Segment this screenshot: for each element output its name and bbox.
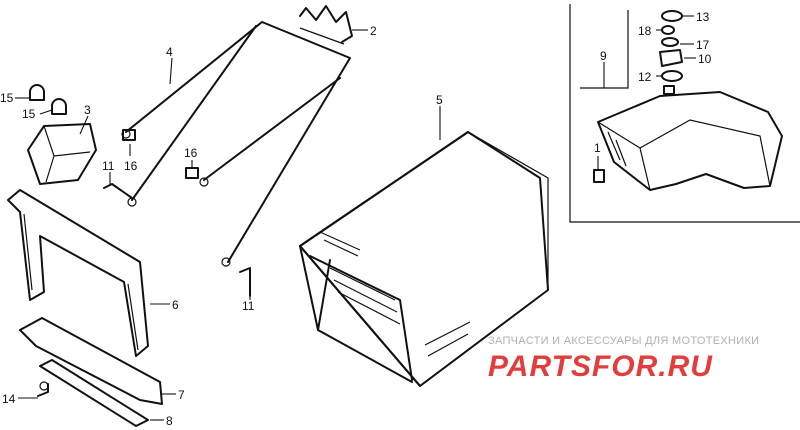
callout-16a: 16: [124, 159, 138, 173]
callout-18: 18: [638, 24, 652, 38]
inset-bracket: [580, 10, 629, 89]
watermark-brand: PARTSFOR.RU: [488, 350, 713, 383]
callout-5: 5: [436, 93, 443, 107]
bag-frame: [7, 189, 149, 357]
callout-4: 4: [166, 45, 173, 59]
fastener-stack: [659, 10, 683, 82]
inset-frame: [569, 4, 800, 223]
watermark: ЗАПЧАСТИ И АКСЕССУАРЫ ДЛЯ МОТОТЕХНИКИ PA…: [488, 335, 759, 383]
discharge-chute: [597, 85, 783, 191]
callout-1: 1: [594, 141, 601, 155]
hook: [299, 5, 353, 45]
cap-nuts: [29, 84, 67, 115]
bolt-1: [593, 169, 605, 183]
callout-12: 12: [638, 70, 652, 84]
watermark-subtitle: ЗАПЧАСТИ И АКСЕССУАРЫ ДЛЯ МОТОТЕХНИКИ: [488, 335, 759, 347]
grass-box: [299, 131, 549, 387]
callout-11b: 11: [242, 299, 255, 313]
clip: [27, 123, 97, 185]
callout-13: 13: [696, 10, 710, 24]
leader-lines: [15, 15, 696, 421]
callout-6: 6: [172, 298, 179, 312]
lower-rail: [19, 317, 163, 405]
callout-16b: 16: [184, 146, 198, 160]
flat-strap: [39, 359, 149, 427]
callout-10: 10: [698, 52, 712, 66]
callout-2: 2: [370, 24, 377, 38]
callout-3: 3: [84, 103, 91, 117]
callout-8: 8: [166, 414, 173, 428]
callouts: 2 3 4 5 6 7 8 9 10 11 11 12 13 14 15 15 …: [0, 10, 712, 428]
callout-17: 17: [696, 38, 710, 52]
callout-7: 7: [178, 388, 185, 402]
bolt-14: [37, 381, 49, 397]
bolts: [103, 183, 251, 297]
callout-14: 14: [2, 392, 16, 406]
callout-11a: 11: [102, 159, 115, 173]
callout-9: 9: [600, 49, 607, 63]
callout-15a: 15: [0, 91, 14, 105]
callout-15b: 15: [22, 107, 36, 121]
support-rods: [121, 21, 351, 267]
